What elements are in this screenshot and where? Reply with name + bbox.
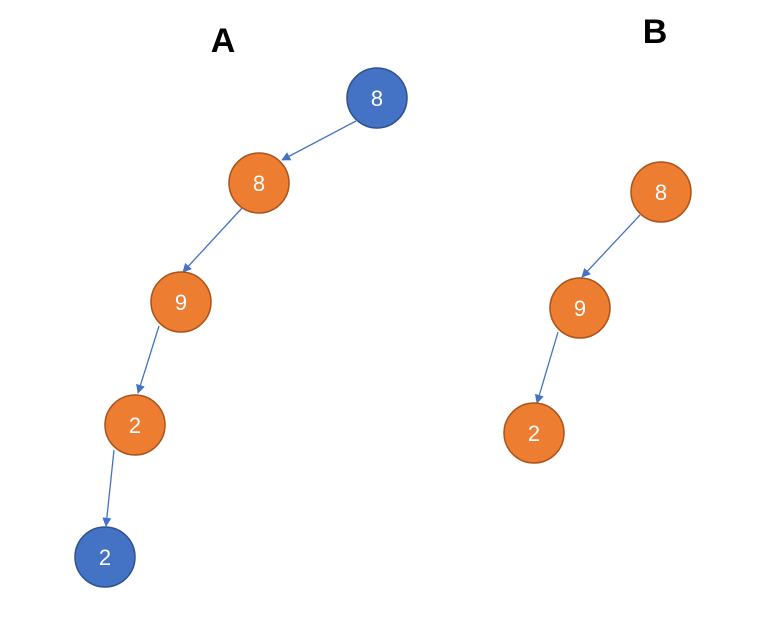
tree-a-node-4-value: 2 [129, 413, 141, 438]
tree-b: B 8 9 2 [503, 13, 692, 464]
tree-a-node-3-value: 9 [175, 290, 187, 315]
tree-a-edge-2 [182, 206, 244, 273]
tree-a-node-1: 8 [346, 67, 408, 129]
tree-a-node-4: 2 [104, 394, 166, 456]
tree-a-node-5-value: 2 [99, 545, 111, 570]
tree-a-node-1-value: 8 [371, 86, 383, 111]
tree-b-node-3-value: 2 [528, 421, 540, 446]
tree-a: A 8 8 9 2 2 [74, 22, 408, 588]
tree-b-node-2: 9 [549, 277, 611, 339]
tree-b-node-2-value: 9 [574, 296, 586, 321]
tree-b-node-1: 8 [630, 161, 692, 223]
tree-a-node-2-value: 8 [253, 171, 265, 196]
tree-b-node-3: 2 [503, 402, 565, 464]
tree-a-node-2: 8 [228, 152, 290, 214]
tree-a-node-3: 9 [150, 271, 212, 333]
tree-a-edge-4 [102, 449, 115, 527]
tree-b-node-1-value: 8 [655, 180, 667, 205]
tree-a-node-5: 2 [74, 526, 136, 588]
tree-b-label: B [643, 13, 668, 51]
tree-a-label: A [211, 22, 236, 60]
tree-a-edge-3 [136, 325, 160, 394]
tree-b-edge-1 [581, 214, 641, 278]
tree-b-edge-2 [534, 331, 559, 404]
tree-a-edge-1 [281, 120, 357, 161]
